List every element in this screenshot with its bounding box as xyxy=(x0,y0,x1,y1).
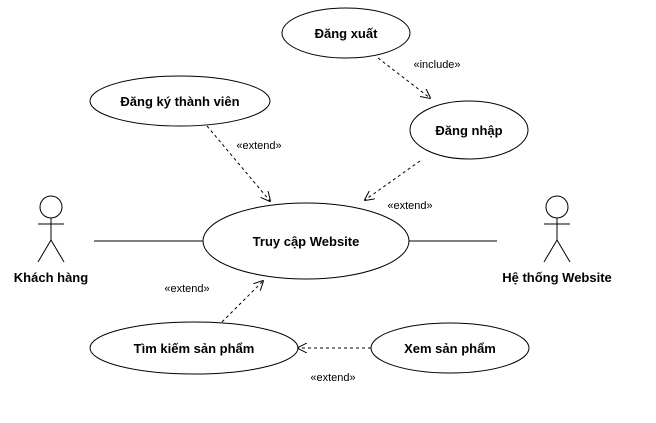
extend-register-access-arrow[interactable] xyxy=(206,125,270,201)
actor-system-leg-left xyxy=(543,239,558,263)
usecase-logout-label: Đăng xuất xyxy=(315,26,379,41)
usecase-access[interactable]: Truy cập Website xyxy=(202,202,410,280)
usecase-access-ellipse xyxy=(202,202,410,280)
usecase-login[interactable]: Đăng nhập xyxy=(409,100,529,160)
extend-search-access-arrow[interactable] xyxy=(221,281,263,323)
actor-customer-leg-right xyxy=(50,239,65,263)
actor-customer-head xyxy=(39,195,63,219)
usecase-view-ellipse xyxy=(370,322,530,374)
extend-search-access-label: «extend» xyxy=(164,283,209,295)
usecase-logout[interactable]: Đăng xuất xyxy=(281,7,411,59)
actor-system-leg-right xyxy=(556,239,571,263)
usecase-login-ellipse xyxy=(409,100,529,160)
actor-customer-label: Khách hàng xyxy=(14,270,88,285)
usecase-search[interactable]: Tìm kiếm sản phẩm xyxy=(89,321,299,375)
include-logout-login-arrow[interactable] xyxy=(377,57,430,98)
actor-customer-leg-left xyxy=(37,239,52,263)
actor-system-label: Hệ thống Website xyxy=(502,270,612,285)
usecase-login-label: Đăng nhập xyxy=(435,123,502,138)
usecase-register[interactable]: Đăng ký thành viên xyxy=(89,75,271,127)
extend-view-search-label: «extend» xyxy=(310,372,355,384)
extend-login-access-label: «extend» xyxy=(387,200,432,212)
usecase-register-label: Đăng ký thành viên xyxy=(120,94,239,109)
usecase-access-label: Truy cập Website xyxy=(253,234,360,249)
usecase-search-ellipse xyxy=(89,321,299,375)
usecase-register-ellipse xyxy=(89,75,271,127)
actor-customer[interactable]: Khách hàng xyxy=(14,195,88,285)
actor-system-head xyxy=(545,195,569,219)
usecase-logout-ellipse xyxy=(281,7,411,59)
include-logout-login-label: «include» xyxy=(413,59,460,71)
actor-system[interactable]: Hệ thống Website xyxy=(502,195,612,285)
extend-register-access-label: «extend» xyxy=(236,140,281,152)
extend-login-access-arrow[interactable] xyxy=(365,160,421,200)
usecase-view-label: Xem sản phẩm xyxy=(404,341,496,356)
usecase-search-label: Tìm kiếm sản phẩm xyxy=(134,341,255,356)
usecase-view[interactable]: Xem sản phẩm xyxy=(370,322,530,374)
